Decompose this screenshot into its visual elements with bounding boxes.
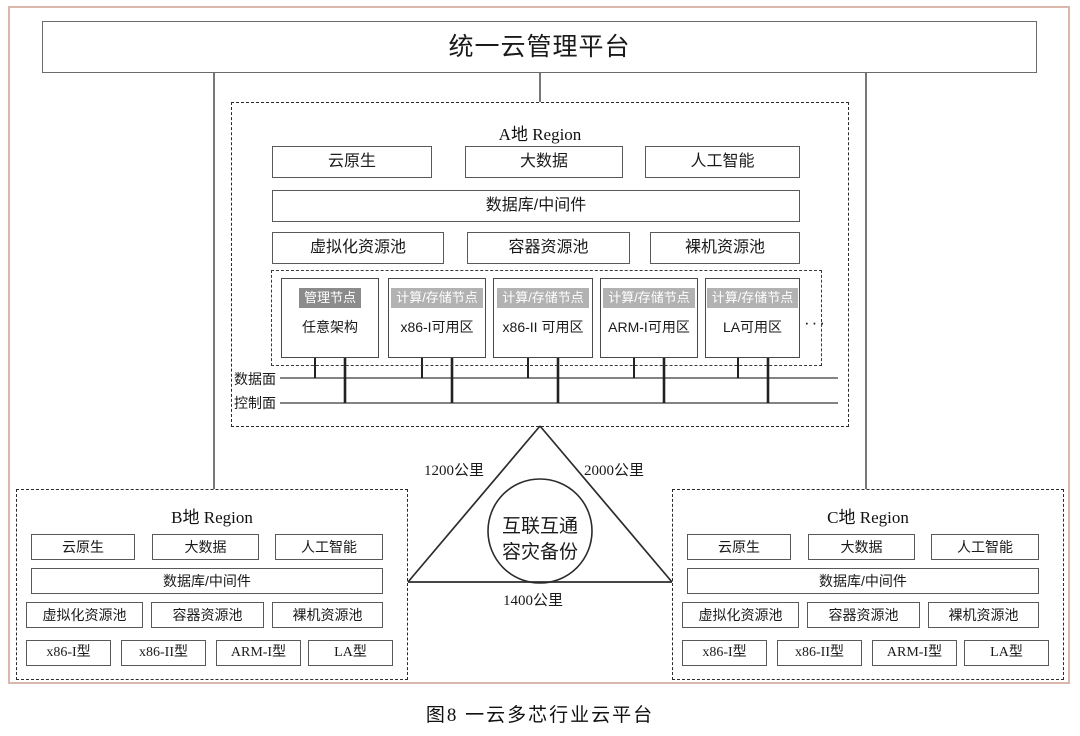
node-header-label: 计算/存储节点	[603, 288, 695, 309]
region-a-container	[231, 102, 849, 427]
node-header-label: 管理节点	[298, 288, 361, 309]
region-b-service-cloud-native[interactable]: 云原生	[31, 534, 135, 560]
control-plane-label: 控制面	[234, 395, 276, 411]
region-a-title: A地 Region	[498, 125, 582, 144]
region-a-node-management[interactable]: 管理节点 任意架构	[281, 278, 379, 358]
node-sub-label: x86-I可用区	[400, 319, 474, 336]
region-c-service-big-data[interactable]: 大数据	[808, 534, 915, 560]
node-sub-label: 任意架构	[302, 319, 358, 336]
region-b-pool-container[interactable]: 容器资源池	[151, 602, 264, 628]
region-b-database-middleware[interactable]: 数据库/中间件	[31, 568, 383, 594]
region-b-type-la[interactable]: LA型	[308, 640, 393, 666]
interconnect-line-1: 互联互通	[501, 516, 578, 537]
region-c-container	[672, 489, 1064, 680]
region-c-pool-virtualization[interactable]: 虚拟化资源池	[682, 602, 799, 628]
region-a-service-ai[interactable]: 人工智能	[645, 146, 800, 178]
region-b-pool-baremetal[interactable]: 裸机资源池	[272, 602, 383, 628]
region-b-container	[16, 489, 408, 680]
region-b-type-x86-ii[interactable]: x86-II型	[121, 640, 206, 666]
distance-label-left: 1200公里	[424, 463, 485, 479]
region-a-service-cloud-native[interactable]: 云原生	[272, 146, 432, 178]
region-c-pool-container[interactable]: 容器资源池	[807, 602, 920, 628]
interconnect-line-2: 容灾备份	[501, 541, 578, 563]
region-b-type-x86-i[interactable]: x86-I型	[26, 640, 111, 666]
node-sub-label: ARM-I可用区	[608, 319, 690, 336]
region-b-type-arm-i[interactable]: ARM-I型	[216, 640, 301, 666]
region-c-type-x86-ii[interactable]: x86-II型	[777, 640, 862, 666]
region-a-database-middleware[interactable]: 数据库/中间件	[272, 190, 800, 222]
region-c-database-middleware[interactable]: 数据库/中间件	[687, 568, 1039, 594]
figure-caption: 图8 一云多芯行业云平台	[425, 705, 655, 726]
region-a-node-arm-i[interactable]: 计算/存储节点 ARM-I可用区	[600, 278, 698, 358]
region-a-node-ellipsis: ···	[804, 313, 827, 332]
distance-label-right: 2000公里	[584, 463, 645, 479]
data-plane-label: 数据面	[234, 371, 276, 387]
region-c-service-ai[interactable]: 人工智能	[931, 534, 1039, 560]
page-title: 统一云管理平台	[42, 21, 1037, 73]
region-a-node-la[interactable]: 计算/存储节点 LA可用区	[705, 278, 800, 358]
region-a-node-zone	[271, 270, 822, 366]
region-a-node-x86-ii[interactable]: 计算/存储节点 x86-II 可用区	[493, 278, 593, 358]
interconnect-center-label: 互联互通 容灾备份	[462, 514, 618, 565]
region-a-pool-baremetal[interactable]: 裸机资源池	[650, 232, 800, 264]
region-c-type-x86-i[interactable]: x86-I型	[682, 640, 767, 666]
node-sub-label: LA可用区	[722, 319, 783, 336]
region-a-pool-virtualization[interactable]: 虚拟化资源池	[272, 232, 444, 264]
region-a-service-big-data[interactable]: 大数据	[465, 146, 623, 178]
node-header-label: 计算/存储节点	[706, 288, 799, 309]
region-c-pool-baremetal[interactable]: 裸机资源池	[928, 602, 1039, 628]
region-b-service-big-data[interactable]: 大数据	[152, 534, 259, 560]
region-b-title: B地 Region	[171, 508, 253, 527]
region-c-type-arm-i[interactable]: ARM-I型	[872, 640, 957, 666]
region-b-service-ai[interactable]: 人工智能	[275, 534, 383, 560]
region-a-pool-container[interactable]: 容器资源池	[467, 232, 630, 264]
region-c-service-cloud-native[interactable]: 云原生	[687, 534, 791, 560]
node-header-label: 计算/存储节点	[497, 288, 589, 309]
region-c-type-la[interactable]: LA型	[964, 640, 1049, 666]
region-b-pool-virtualization[interactable]: 虚拟化资源池	[26, 602, 143, 628]
region-c-title: C地 Region	[827, 508, 909, 527]
node-sub-label: x86-II 可用区	[502, 319, 584, 336]
distance-label-bottom: 1400公里	[503, 593, 564, 609]
node-header-label: 计算/存储节点	[391, 288, 483, 309]
region-a-node-x86-i[interactable]: 计算/存储节点 x86-I可用区	[388, 278, 486, 358]
